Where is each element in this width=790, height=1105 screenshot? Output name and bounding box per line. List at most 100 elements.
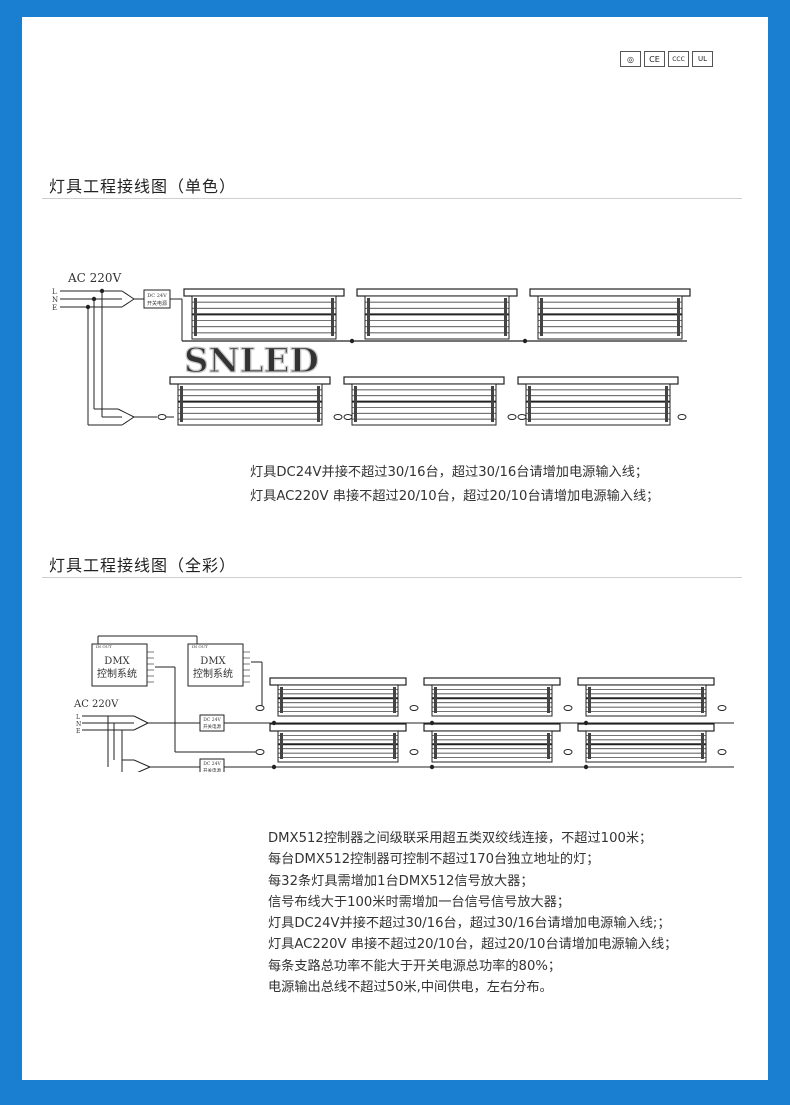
fixture-end bbox=[547, 687, 550, 713]
junction-dot bbox=[349, 338, 355, 344]
fixture-end bbox=[367, 298, 370, 336]
fixture-end bbox=[588, 733, 591, 759]
fixture-cap bbox=[577, 677, 715, 686]
section2-title: 灯具工程接线图（全彩） bbox=[49, 556, 237, 575]
fixture-body bbox=[537, 295, 683, 340]
note-line: 每条支路总功率不能大于开关电源总功率的80%； bbox=[268, 958, 562, 974]
fixture-end bbox=[528, 386, 531, 422]
lne-label: E bbox=[76, 728, 80, 735]
dmx-controller-box bbox=[91, 643, 148, 687]
psu-label: 开关电源 bbox=[203, 767, 221, 772]
ccc-icon: CCC bbox=[668, 51, 689, 67]
lne-label: E bbox=[52, 304, 57, 312]
ce-mark-icon: CE bbox=[644, 51, 665, 67]
dmx-title: DMX bbox=[200, 656, 226, 667]
lne-label: L bbox=[52, 288, 57, 296]
fixture-end bbox=[317, 386, 320, 422]
fixture-end bbox=[280, 687, 283, 713]
fixture-body bbox=[177, 383, 323, 426]
ul-icon: UL bbox=[692, 51, 713, 67]
wire bbox=[121, 298, 135, 308]
junction-dot bbox=[271, 764, 277, 770]
ccc-mark-icon: ◎ bbox=[620, 51, 641, 67]
dmx-title: DMX bbox=[104, 656, 130, 667]
fixture-body bbox=[191, 295, 337, 340]
dmx-controller-box bbox=[187, 643, 244, 687]
fixture-cap bbox=[423, 677, 561, 686]
fixture-end bbox=[588, 687, 591, 713]
fixture-end bbox=[701, 687, 704, 713]
junction-dot bbox=[429, 764, 435, 770]
fixture-end bbox=[701, 733, 704, 759]
fixture-cap bbox=[577, 723, 715, 732]
junction-dot bbox=[583, 764, 589, 770]
fixture-cap bbox=[183, 288, 345, 297]
fixture-cap bbox=[529, 288, 691, 297]
note-line: 电源输出总线不超过50米,中间供电，左右分布。 bbox=[268, 980, 553, 996]
fixture-end bbox=[491, 386, 494, 422]
wire bbox=[121, 416, 135, 426]
connector bbox=[677, 414, 687, 420]
wire bbox=[117, 408, 135, 418]
connector bbox=[563, 749, 573, 755]
fixture-body bbox=[364, 295, 510, 340]
fixture-body bbox=[585, 730, 707, 763]
fixture-end bbox=[393, 733, 396, 759]
psu-label: 开关电源 bbox=[147, 300, 167, 307]
connector bbox=[157, 414, 167, 420]
fixture-end bbox=[547, 733, 550, 759]
note-line: 每32条灯具需增加1台DMX512信号放大器； bbox=[268, 873, 534, 889]
note-line: 每台DMX512控制器可控制不超过170台独立地址的灯； bbox=[268, 852, 600, 868]
junction-dot bbox=[583, 720, 589, 726]
psu-label: DC 24V bbox=[147, 293, 167, 299]
section1-notes: 灯具DC24V并接不超过30/16台，超过30/16台请增加电源输入线； 灯具A… bbox=[250, 461, 659, 509]
fixture-end bbox=[504, 298, 507, 336]
fixture-body bbox=[585, 684, 707, 717]
fixture-end bbox=[354, 386, 357, 422]
connector bbox=[409, 705, 419, 711]
connector bbox=[255, 749, 265, 755]
psu-label: DC 24V bbox=[203, 717, 221, 723]
section2-divider bbox=[42, 577, 742, 578]
lne-label: N bbox=[76, 721, 81, 728]
dmx-port-label: IN OUT bbox=[96, 644, 112, 649]
note-line: 灯具DC24V并接不超过30/16台，超过30/16台请增加电源输入线;； bbox=[268, 916, 671, 932]
lne-label: N bbox=[52, 296, 58, 304]
connector bbox=[507, 414, 517, 420]
connector bbox=[563, 705, 573, 711]
lne-label: L bbox=[76, 714, 80, 721]
wire bbox=[133, 759, 151, 768]
note-line: DMX512控制器之间级联采用超五类双绞线连接，不超过100米； bbox=[268, 831, 653, 846]
connector bbox=[517, 414, 527, 420]
watermark-logo: SNLED bbox=[184, 341, 319, 381]
section2-notes: DMX512控制器之间级联采用超五类双绞线连接，不超过100米； 每台DMX51… bbox=[268, 828, 677, 998]
fixture-end bbox=[434, 733, 437, 759]
note-line: 信号布线大于100米时需增加一台信号信号放大器； bbox=[268, 894, 571, 910]
junction-dot bbox=[429, 720, 435, 726]
fixture-end bbox=[280, 733, 283, 759]
certification-marks: ◎ CE CCC UL bbox=[620, 51, 713, 67]
connector bbox=[255, 705, 265, 711]
fixture-cap bbox=[356, 288, 518, 297]
fixture-body bbox=[277, 684, 399, 717]
note-line: 灯具DC24V并接不超过30/16台，超过30/16台请增加电源输入线； bbox=[250, 465, 649, 480]
fixture-body bbox=[525, 383, 671, 426]
fixture-cap bbox=[343, 376, 505, 385]
connector bbox=[717, 705, 727, 711]
psu-label: DC 24V bbox=[203, 761, 221, 767]
junction-dot bbox=[522, 338, 528, 344]
connector bbox=[717, 749, 727, 755]
dmx-subtitle: 控制系统 bbox=[97, 667, 137, 680]
fixture-end bbox=[194, 298, 197, 336]
fixture-cap bbox=[423, 723, 561, 732]
connector bbox=[343, 414, 353, 420]
fixture-end bbox=[393, 687, 396, 713]
note-line: 灯具AC220V 串接不超过20/10台，超过20/10台请增加电源输入线； bbox=[250, 489, 660, 504]
section1-title: 灯具工程接线图（单色） bbox=[49, 177, 237, 196]
fixture-body bbox=[431, 684, 553, 717]
fixture-end bbox=[434, 687, 437, 713]
connector bbox=[333, 414, 343, 420]
